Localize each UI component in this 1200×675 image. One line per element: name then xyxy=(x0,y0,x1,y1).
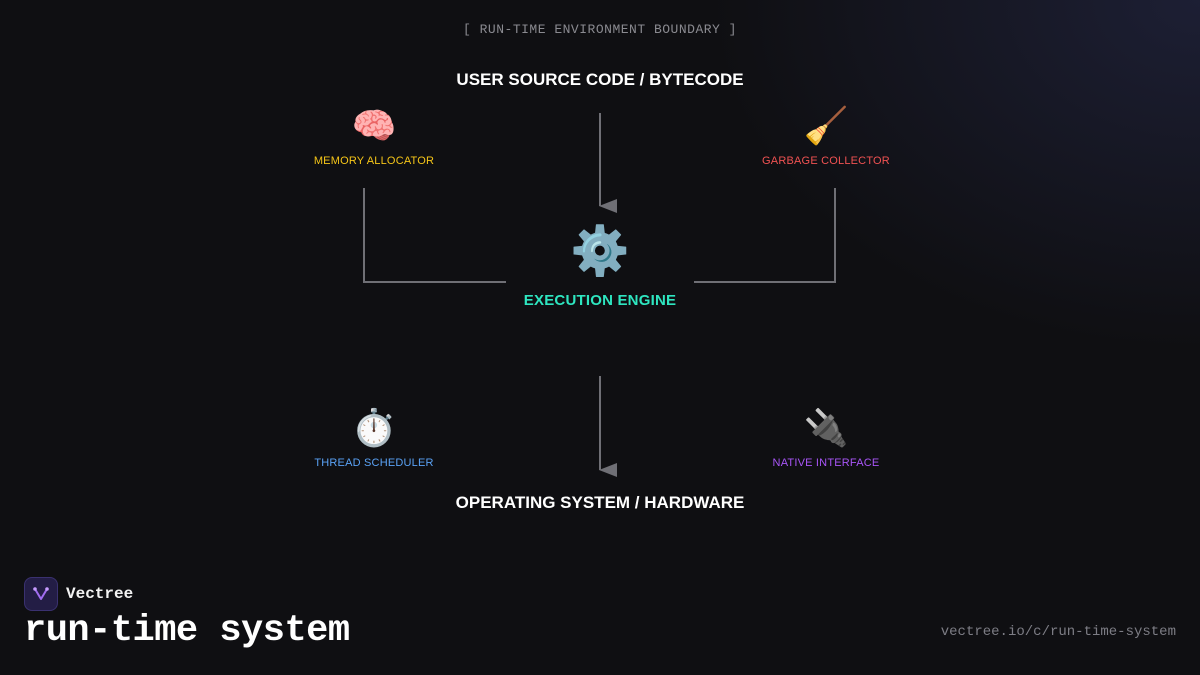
source-url: vectree.io/c/run-time-system xyxy=(940,624,1176,640)
boundary-label: [ RUN-TIME ENVIRONMENT BOUNDARY ] xyxy=(463,22,737,37)
brain-icon: 🧠 xyxy=(351,106,397,147)
top-heading: USER SOURCE CODE / BYTECODE xyxy=(456,70,744,89)
page-title: run-time system xyxy=(24,610,350,652)
broom-icon: 🧹 xyxy=(803,106,849,147)
thread-scheduler-node: ⏱️ THREAD SCHEDULER xyxy=(274,408,474,470)
wire-gc-to-engine xyxy=(694,188,836,283)
execution-engine-label: EXECUTION ENGINE xyxy=(523,292,677,309)
memory-allocator-node: 🧠 MEMORY ALLOCATOR xyxy=(274,106,474,168)
memory-allocator-label: MEMORY ALLOCATOR xyxy=(313,155,435,167)
native-interface-label: NATIVE INTERFACE xyxy=(772,457,880,469)
garbage-collector-label: GARBAGE COLLECTOR xyxy=(762,155,890,167)
gear-icon: ⚙️ xyxy=(570,223,630,279)
vectree-logo-icon xyxy=(24,577,58,611)
thread-scheduler-label: THREAD SCHEDULER xyxy=(314,457,434,469)
plug-icon: 🔌 xyxy=(803,408,849,449)
native-interface-node: 🔌 NATIVE INTERFACE xyxy=(726,408,926,470)
execution-engine-node: ⚙️ EXECUTION ENGINE xyxy=(500,224,700,309)
brand: Vectree xyxy=(24,577,133,611)
garbage-collector-node: 🧹 GARBAGE COLLECTOR xyxy=(726,106,926,168)
wire-memory-to-engine xyxy=(363,188,506,283)
brand-name: Vectree xyxy=(66,585,134,603)
bottom-heading: OPERATING SYSTEM / HARDWARE xyxy=(455,493,745,512)
stopwatch-icon: ⏱️ xyxy=(351,408,397,449)
